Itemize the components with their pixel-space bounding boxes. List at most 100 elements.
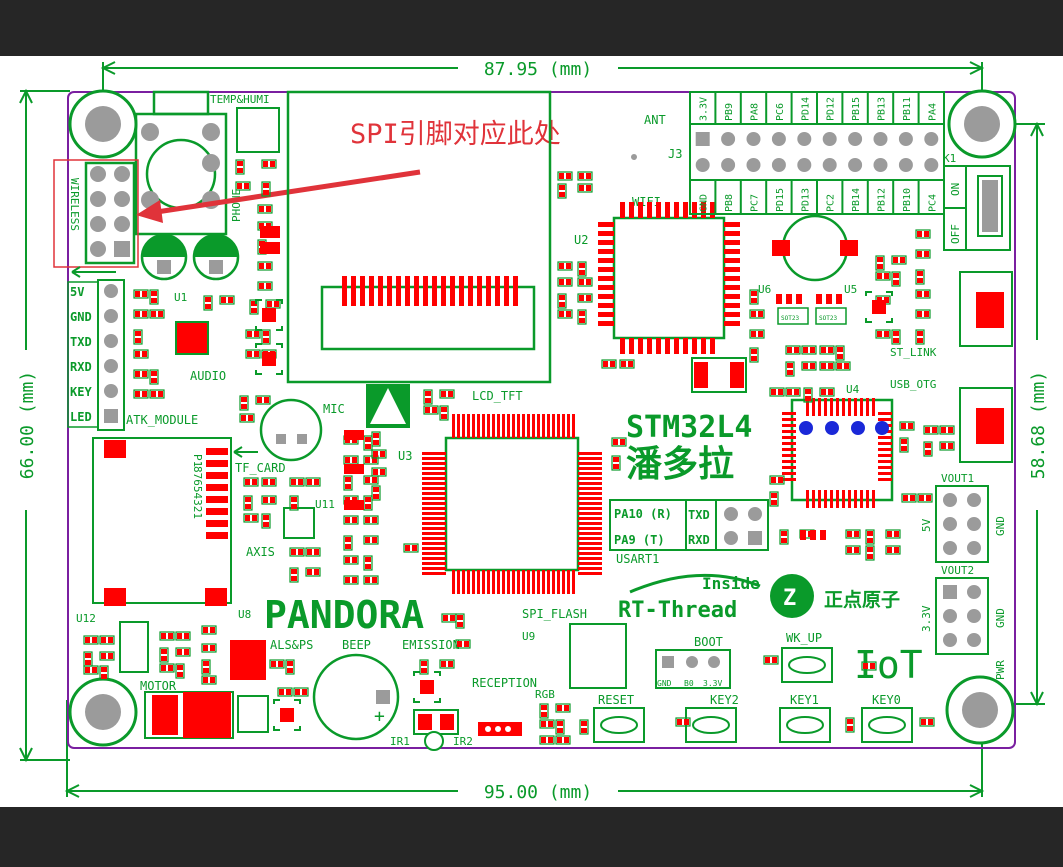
- mount-hole-top-right: [947, 89, 1017, 159]
- capacitor-c1: [140, 233, 188, 281]
- wireless-header-pins: [90, 166, 130, 257]
- u11-label: U11: [315, 498, 335, 511]
- u6-package: SOT23: [781, 315, 799, 322]
- j3-top-pin-label: PC6: [775, 103, 786, 121]
- j3-pin-grid: 3.3VGNDPB9PB8PA8PC7PC6PD15PD14PD13PD12PC…: [695, 92, 939, 214]
- lcd-outline: [286, 90, 552, 384]
- usart-row-1-right: TXD: [688, 508, 710, 522]
- u12-chip: [119, 621, 149, 673]
- microphone: [259, 398, 323, 462]
- wk-up-button[interactable]: WK_UP: [781, 631, 833, 683]
- vout2-label: VOUT2: [941, 564, 974, 577]
- wireless-header: [84, 161, 136, 265]
- tf-card-slot: [92, 437, 232, 604]
- j3-top-pin-label: PB13: [877, 97, 888, 121]
- dimension-bottom: 95.00 (mm): [484, 782, 592, 803]
- phone-jack: [134, 90, 228, 236]
- atk-pin-gnd: GND: [70, 310, 92, 324]
- j3-bottom-pin-label: PD15: [775, 188, 786, 212]
- wireless-label: WIRELESS: [68, 178, 81, 231]
- atk-pin-led: LED: [70, 410, 92, 424]
- j3-bottom-pin-label: PD13: [800, 188, 811, 212]
- atk-header-pins: [104, 284, 118, 423]
- usart-row-2-right: RXD: [688, 533, 710, 547]
- atk-module-label: ATK_MODULE: [126, 413, 198, 427]
- j3-bottom-pin-label: PB12: [877, 188, 888, 212]
- capacitor-c2: [192, 233, 240, 281]
- wifi-module-pins: [598, 202, 740, 354]
- boot-header: [655, 649, 731, 689]
- usb-otg-label: USB_OTG: [890, 378, 936, 391]
- svg-text:Z: Z: [783, 586, 796, 611]
- audio-label: AUDIO: [190, 369, 226, 383]
- ir2-label: IR2: [453, 735, 473, 748]
- usart-header: [715, 499, 769, 551]
- mcu-u3-pins: [422, 414, 602, 594]
- lcd-connector-pads: [342, 276, 518, 306]
- mount-hole-bottom-right: [945, 675, 1015, 745]
- switch-off-label: OFF: [949, 224, 962, 244]
- key1-button[interactable]: KEY1: [779, 693, 831, 743]
- emission-label: EMISSION: [402, 638, 460, 652]
- wk-up-label: WK_UP: [786, 631, 822, 645]
- u5-package: SOT23: [819, 315, 837, 322]
- key2-label: KEY2: [710, 693, 739, 707]
- u1-label: U1: [174, 291, 187, 304]
- wireless-highlight-box: [53, 159, 139, 268]
- spi-flash-label: SPI_FLASH: [522, 607, 587, 621]
- mcu-u3: [444, 436, 580, 572]
- beep-label: BEEP: [342, 638, 371, 652]
- j3-top-pin-label: PB15: [851, 97, 862, 121]
- rt-thread-swoosh: [629, 573, 761, 594]
- atk-pin-txd: TXD: [70, 335, 92, 349]
- u9-label: U9: [522, 630, 535, 643]
- mic-label: MIC: [323, 402, 345, 416]
- j3-top-pin-label: PA8: [750, 103, 761, 121]
- alientek-logo-mark: [770, 574, 814, 618]
- boot-label: BOOT: [694, 635, 723, 649]
- buzzer: [312, 653, 400, 741]
- passive-components: [71, 159, 955, 745]
- als-ps-label: ALS&PS: [270, 638, 313, 652]
- temp-humi-sensor: [236, 107, 280, 153]
- temp-humi-label: TEMP&HUMI: [210, 93, 270, 106]
- stm32l4-logo: STM32L4: [626, 410, 752, 445]
- key0-button[interactable]: KEY0: [861, 693, 913, 743]
- u3-label: U3: [398, 449, 412, 463]
- vout2-header: [935, 577, 989, 655]
- usb-otg-port: [959, 387, 1013, 463]
- phone-label: PHONE: [230, 189, 243, 222]
- inside-label: Inside: [702, 574, 760, 593]
- u12-label: U12: [76, 612, 96, 625]
- j3-top-pin-label: PB9: [724, 103, 735, 121]
- tf-card-pins: [206, 448, 228, 539]
- j3-bottom-pin-label: PB8: [724, 194, 735, 212]
- pandora-logo: PANDORA: [264, 593, 424, 637]
- usart-row-2-left: PA9 (T): [614, 533, 665, 547]
- key1-label: KEY1: [790, 693, 819, 707]
- motor-label: MOTOR: [140, 679, 177, 693]
- u8-chip: [230, 640, 266, 680]
- reset-label: RESET: [598, 693, 634, 707]
- u5-chip: [815, 307, 847, 325]
- lcd-tft-label: LCD_TFT: [472, 389, 523, 403]
- u6-chip: [777, 307, 809, 325]
- svg-text:+: +: [374, 706, 385, 727]
- reception-label: RECEPTION: [472, 676, 537, 690]
- vout1-header: [935, 485, 989, 563]
- j3-top-pin-label: PD14: [800, 97, 811, 121]
- j3-label: J3: [668, 147, 682, 161]
- panduola-logo: 潘多拉: [626, 444, 734, 485]
- vout1-gnd-label: GND: [994, 516, 1007, 536]
- p1-pin-numbers: 87654321: [191, 466, 204, 519]
- j3-bottom-pin-label: PB10: [902, 188, 913, 212]
- rgb-label: RGB: [535, 688, 555, 701]
- reset-button[interactable]: RESET: [593, 693, 645, 743]
- key2-button[interactable]: KEY2: [685, 693, 739, 743]
- u4-label: U4: [846, 383, 860, 396]
- k1-label: K1: [943, 152, 956, 165]
- st-link-usb: [959, 271, 1013, 347]
- vout2-gnd-label: GND: [994, 608, 1007, 628]
- j3-bottom-pin-label: PB14: [851, 188, 862, 212]
